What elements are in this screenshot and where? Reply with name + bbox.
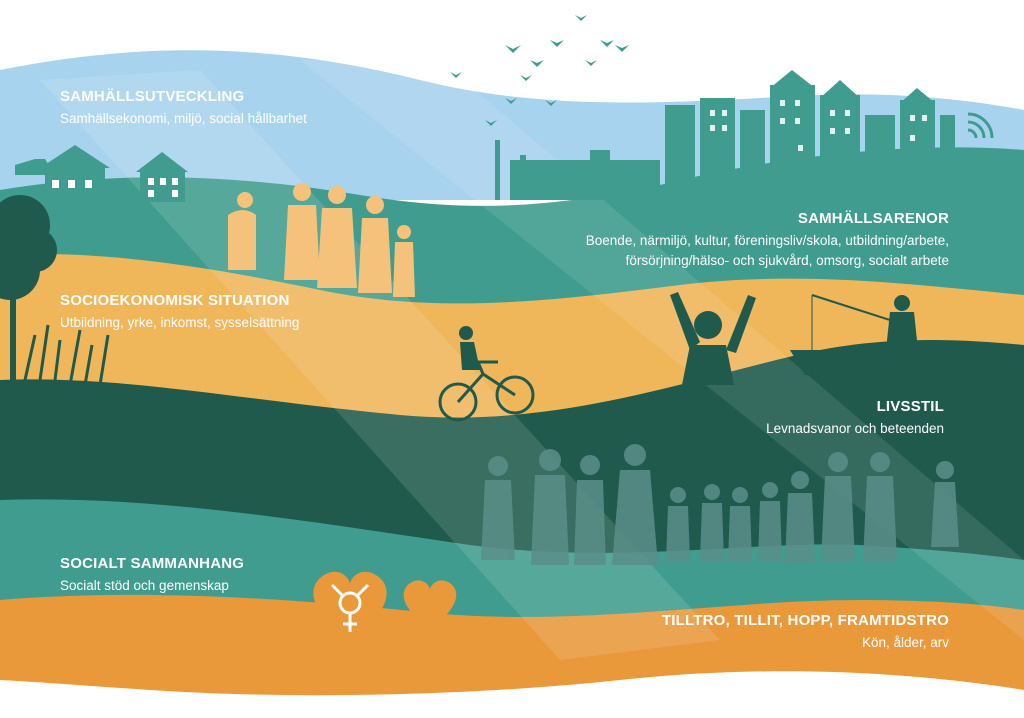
orange-band	[0, 594, 1024, 696]
layer-tilltro: TILLTRO, TILLIT, HOPP, FRAMTIDSTRO Kön, …	[662, 612, 949, 652]
layer-title: TILLTRO, TILLIT, HOPP, FRAMTIDSTRO	[661, 612, 949, 629]
layer-title: SAMHÄLLSUTVECKLING	[60, 88, 245, 105]
layer-subtitle: Samhällsekonomi, miljö, social hållbarhe…	[60, 111, 307, 126]
sky-band	[0, 50, 1024, 200]
boat-fisher	[790, 294, 940, 375]
gender-symbol-heart-icon	[313, 571, 387, 640]
layer-socioekonomisk: SOCIOEKONOMISK SITUATION Utbildning, yrk…	[60, 292, 299, 332]
layer-title: SOCIOEKONOMISK SITUATION	[60, 292, 290, 309]
city-windows	[710, 100, 927, 151]
layer-samhallsarenor: SAMHÄLLSARENOR Boende, närmiljö, kultur,…	[586, 210, 949, 270]
reeds	[23, 324, 110, 386]
cyclist	[438, 360, 535, 422]
family-silhouette	[228, 183, 415, 297]
layer-subtitle: Kön, ålder, arv	[861, 635, 949, 650]
cyclist-body	[459, 326, 480, 370]
layer-title: LIVSSTIL	[876, 398, 944, 415]
layer-title: SOCIALT SAMMANHANG	[60, 555, 245, 572]
layer-subtitle-line1: Boende, närmiljö, kultur, föreningsliv/s…	[585, 233, 949, 248]
heart-icon	[403, 580, 457, 628]
tree	[0, 195, 57, 380]
city-skyline	[495, 70, 955, 200]
bird-icon	[450, 15, 629, 126]
layer-socialt-sammanhang: SOCIALT SAMMANHANG Socialt stöd och geme…	[60, 555, 244, 595]
wind-turbine-icon	[909, 11, 985, 95]
layer-subtitle-line2: försörjning/hälso- och sjukvård, omsorg,…	[625, 253, 949, 268]
layer-subtitle: Levnadsvanor och beteenden	[766, 421, 944, 436]
layer-livsstil: LIVSSTIL Levnadsvanor och beteenden	[766, 398, 944, 438]
layer-subtitle: Utbildning, yrke, inkomst, sysselsättnin…	[60, 315, 300, 330]
house-windows	[52, 178, 178, 197]
layer-title: SAMHÄLLSARENOR	[797, 210, 949, 227]
heart-icon	[261, 600, 303, 638]
layer-subtitle: Socialt stöd och gemenskap	[60, 578, 229, 593]
wifi-icon	[967, 112, 994, 139]
layer-samhallsutveckling: SAMHÄLLSUTVECKLING Samhällsekonomi, milj…	[60, 88, 307, 128]
crowd-silhouette	[481, 444, 959, 565]
cheering-person	[670, 292, 756, 385]
